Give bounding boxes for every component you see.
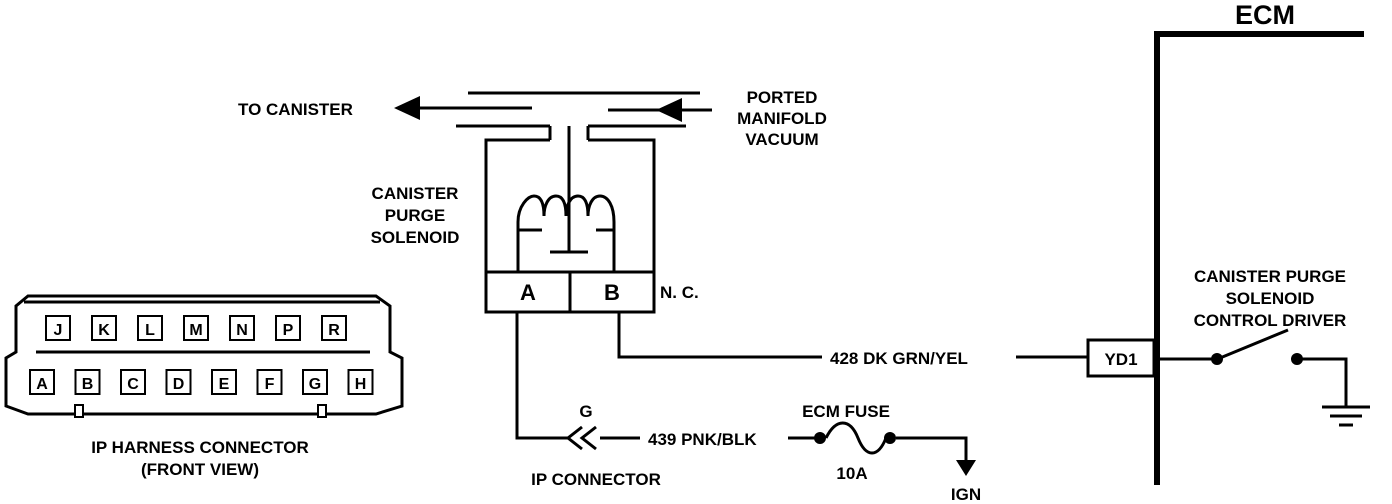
terminal-b-label: B xyxy=(604,280,620,305)
ip-connector-pin: G xyxy=(579,402,592,421)
ground-icon xyxy=(1322,405,1370,427)
bottom-pin-b: B xyxy=(74,369,101,395)
ip-harness-connector: J K L M N P R A B C D E F G H IP HARNESS CONNECTOR (F… xyxy=(4,294,404,479)
top-pin-label: M xyxy=(189,322,202,339)
chevron-connector-icon xyxy=(565,425,597,451)
canister-purge-solenoid: A B N. C. CANISTER PURGE SOLENOID xyxy=(371,126,699,314)
wire-428-label: 428 DK GRN/YEL xyxy=(830,349,968,368)
fuse-rating: 10A xyxy=(836,464,867,483)
bottom-pin-label: D xyxy=(173,376,185,393)
coil-icon xyxy=(516,194,616,272)
bottom-pin-label: H xyxy=(355,376,367,393)
harness-label-line-2: (FRONT VIEW) xyxy=(141,460,259,479)
bottom-pin-label: G xyxy=(309,376,321,393)
bottom-pin-label: E xyxy=(219,376,230,393)
harness-label-line-1: IP HARNESS CONNECTOR xyxy=(91,438,309,457)
bottom-pin-label: A xyxy=(36,376,48,393)
top-pin-label: N xyxy=(236,322,248,339)
ecm-module: ECM CANISTER PURGE SOLENOID CONTROL DRIV… xyxy=(1086,0,1370,485)
ported-label-line-2: MANIFOLD xyxy=(737,109,827,128)
ecm-title: ECM xyxy=(1235,0,1295,30)
fuse-contact-right xyxy=(884,432,896,444)
top-pin-j: J xyxy=(45,315,71,341)
fuse-contact-left xyxy=(814,432,826,444)
top-pin-p: P xyxy=(275,315,301,341)
wire-428-left xyxy=(617,312,822,359)
ign-wire xyxy=(896,436,968,464)
nc-label: N. C. xyxy=(660,283,699,302)
top-pin-n: N xyxy=(229,315,255,341)
top-pin-label: P xyxy=(283,322,294,339)
bottom-pin-d: D xyxy=(165,369,192,395)
ecm-terminal-label: YD1 xyxy=(1104,350,1137,369)
to-canister-label: TO CANISTER xyxy=(238,100,353,119)
ip-connector-label: IP CONNECTOR xyxy=(531,470,661,489)
top-pin-label: R xyxy=(328,322,340,339)
ecm-fuse: ECM FUSE 10A IGN xyxy=(802,402,981,504)
bottom-pin-c: C xyxy=(120,369,146,395)
top-pin-label: J xyxy=(54,322,63,339)
solenoid-label-line-3: SOLENOID xyxy=(371,228,460,247)
ported-label-line-1: PORTED xyxy=(747,88,818,107)
fuse-label: ECM FUSE xyxy=(802,402,890,421)
top-pin-label: K xyxy=(98,322,110,339)
driver-label-line-1: CANISTER PURGE xyxy=(1194,267,1346,286)
top-pin-r: R xyxy=(321,315,347,341)
top-pin-m: M xyxy=(183,315,209,341)
connector-inner-lines xyxy=(24,300,380,354)
wire-439: 439 PNK/BLK G IP CONNECTOR xyxy=(515,312,818,489)
bottom-pin-label: B xyxy=(82,376,94,393)
bottom-pin-label: C xyxy=(127,376,139,393)
top-pin-label: L xyxy=(145,322,155,339)
top-pin-l: L xyxy=(137,315,163,341)
ported-label-line-3: VACUUM xyxy=(745,130,818,149)
ground-wire xyxy=(1297,357,1348,407)
bottom-pin-f: F xyxy=(256,369,283,395)
solenoid-label-line-1: CANISTER xyxy=(372,184,459,203)
bottom-pin-row: A B C D E F G H xyxy=(29,369,374,395)
left-arrow-icon xyxy=(656,98,682,122)
solenoid-label-line-2: PURGE xyxy=(385,206,445,225)
driver-label-line-3: CONTROL DRIVER xyxy=(1194,311,1347,330)
wire-428: 428 DK GRN/YEL xyxy=(617,312,1088,368)
down-arrow-icon xyxy=(956,460,976,476)
bottom-pin-g: G xyxy=(302,369,328,395)
bottom-pin-label: F xyxy=(265,376,275,393)
ign-label: IGN xyxy=(951,485,981,504)
left-arrow-icon xyxy=(394,96,420,120)
top-pin-k: K xyxy=(91,315,117,341)
wire-439-solenoid-side xyxy=(515,312,568,440)
bottom-pin-e: E xyxy=(211,369,237,395)
driver-label-line-2: SOLENOID xyxy=(1226,289,1315,308)
connector-outline xyxy=(4,294,404,416)
fuse-icon xyxy=(824,421,888,455)
bottom-pin-a: A xyxy=(29,369,55,395)
wire-439-label: 439 PNK/BLK xyxy=(648,430,757,449)
terminal-a-label: A xyxy=(520,280,536,305)
connector-latch-left xyxy=(74,404,84,418)
vacuum-lines: TO CANISTER PORTED MANIFOLD VACUUM xyxy=(238,88,827,149)
connector-latch-right xyxy=(317,404,327,418)
bottom-pin-h: H xyxy=(347,369,374,395)
switch-contact-left xyxy=(1211,353,1223,365)
ecm-outline xyxy=(1154,31,1364,485)
switch-arm xyxy=(1219,328,1289,360)
